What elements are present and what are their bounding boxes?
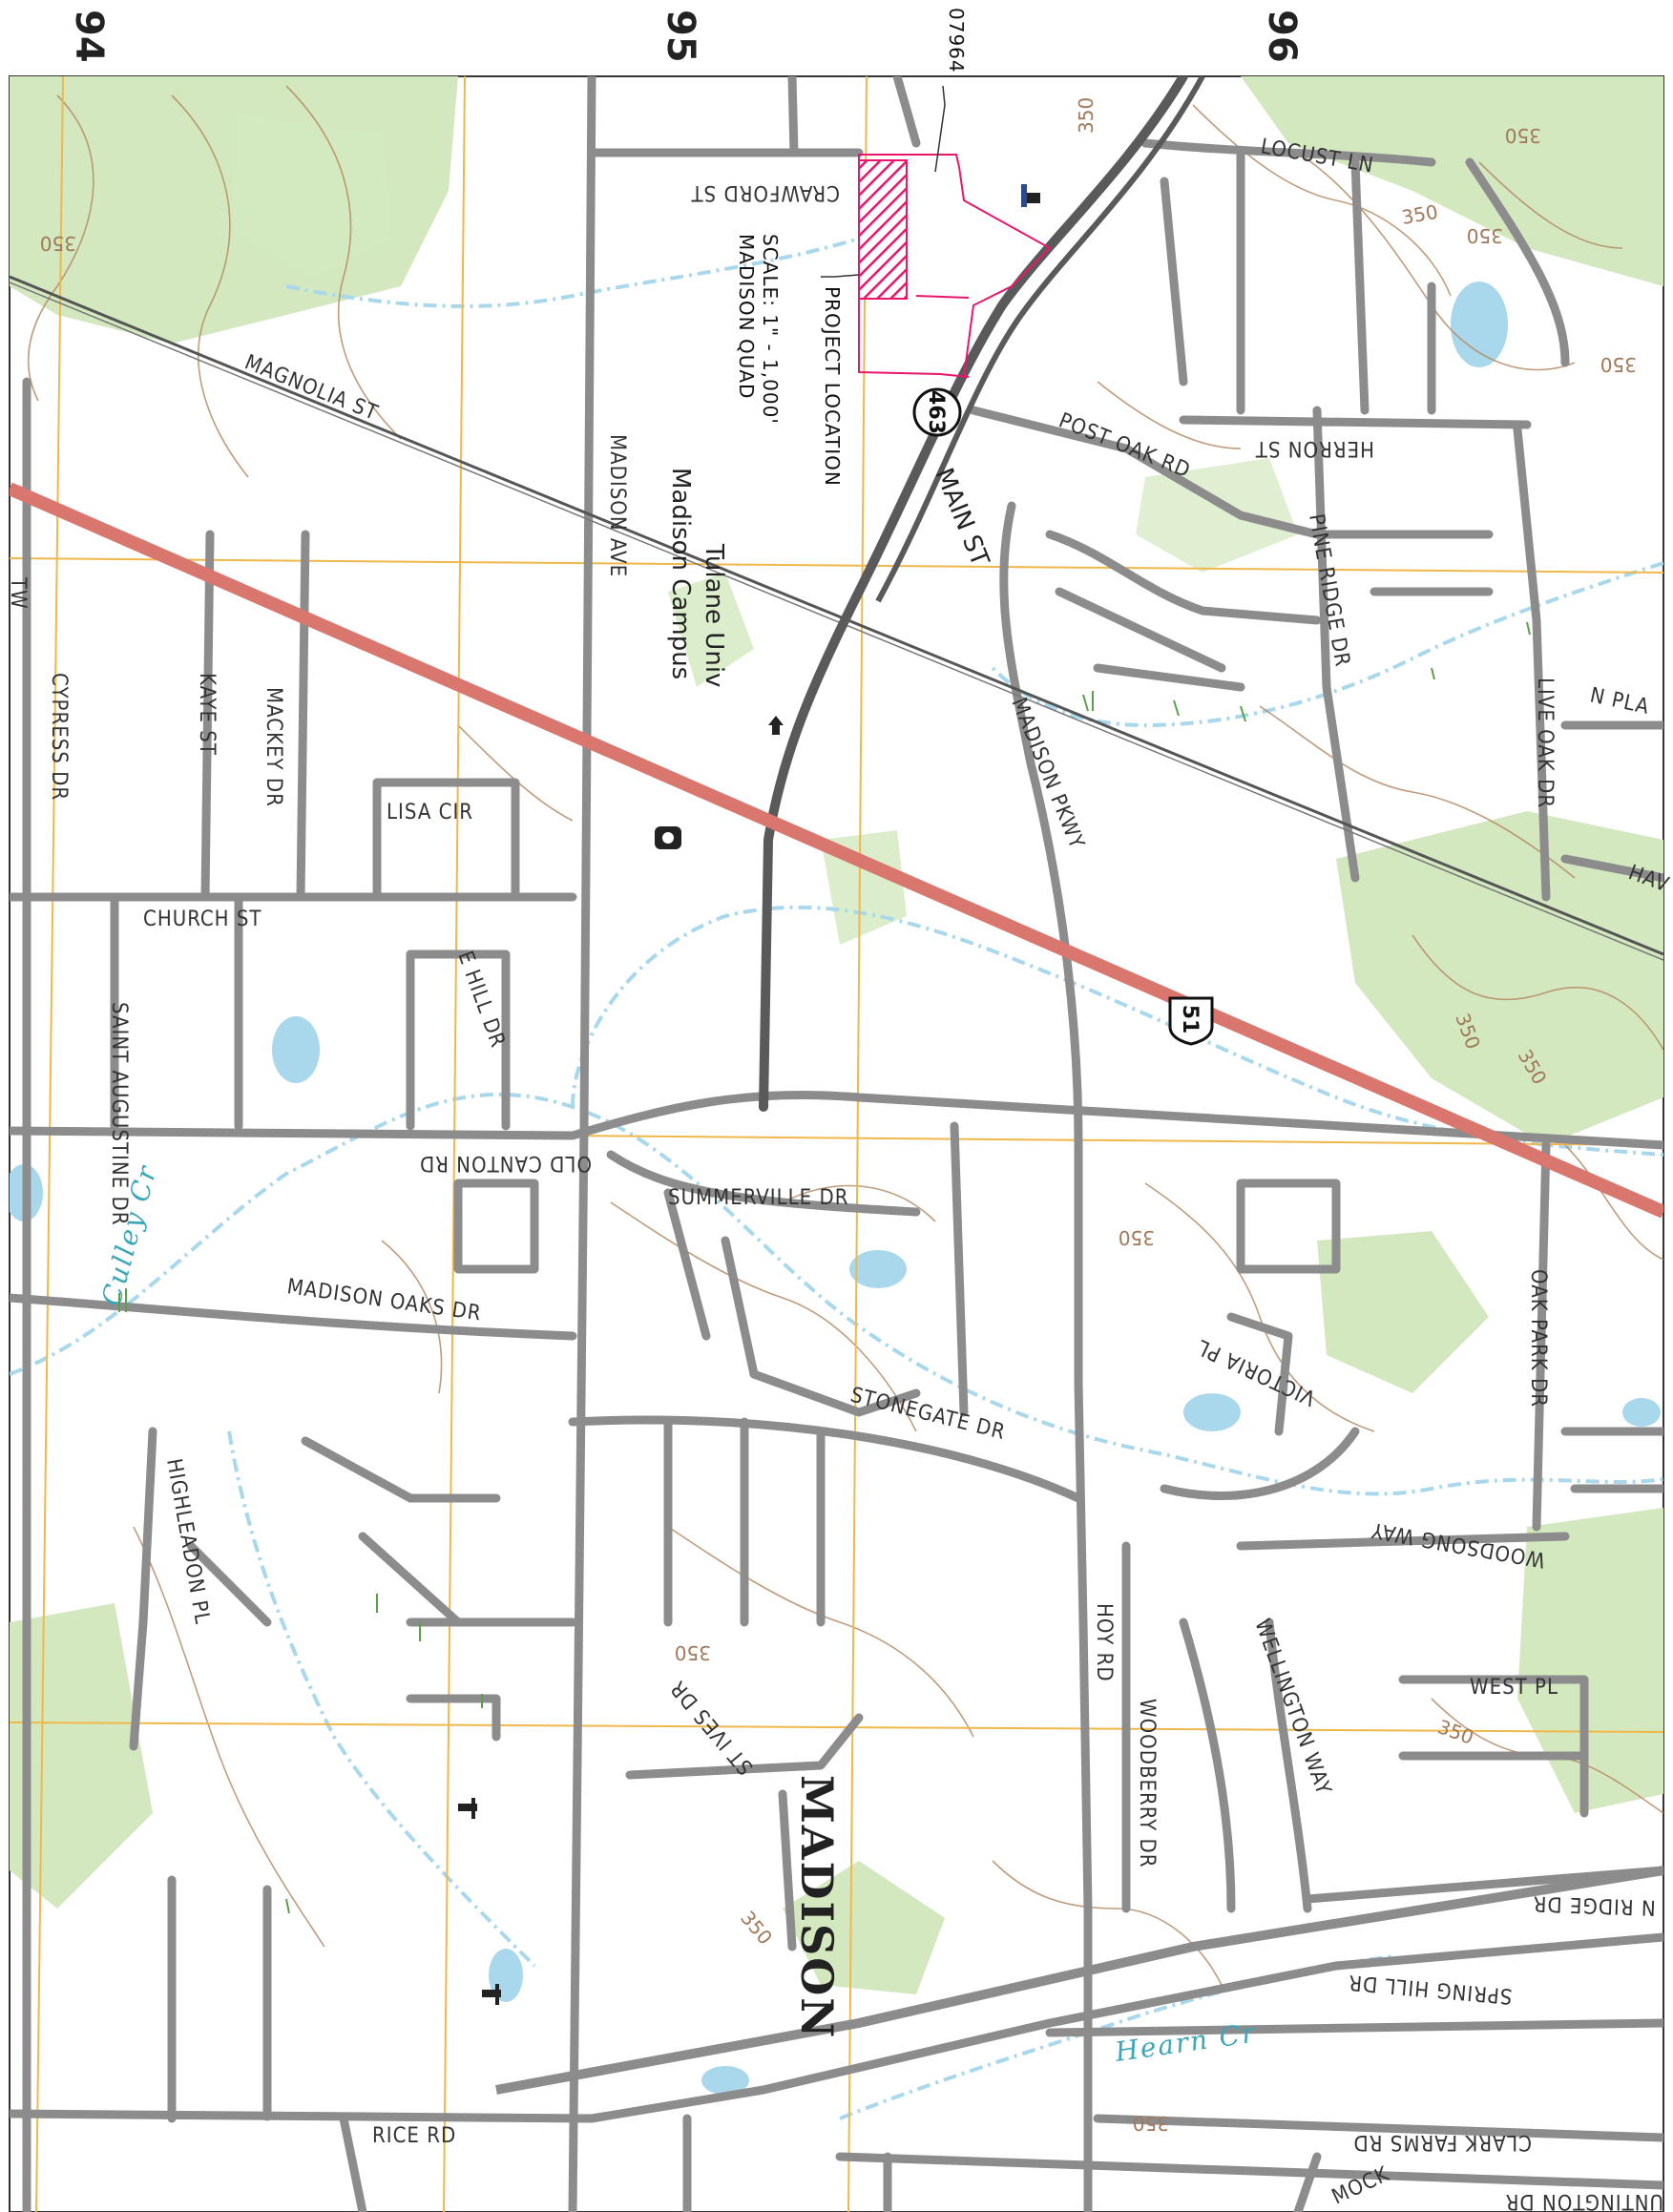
street-label-n-ridge: N RIDGE DR — [1532, 1891, 1656, 1919]
street-label-cypress: CYPRESS DR — [47, 673, 71, 801]
i55-shield-icon — [655, 826, 681, 849]
us-route-51-shield: 51 — [1168, 996, 1214, 1046]
campus-label-line2: Madison Campus — [666, 468, 695, 679]
street-label-summerville: SUMMERVILLE DR — [668, 1186, 848, 1210]
street-label-mackey: MACKEY DR — [261, 687, 285, 807]
state-route-463-shield: 463 — [912, 387, 962, 437]
svg-text:350: 350 — [1467, 224, 1503, 247]
grid-lines — [10, 76, 1663, 2212]
svg-text:350: 350 — [1075, 97, 1098, 134]
state-highway-south — [495, 1866, 1663, 2095]
street-label-church: CHURCH ST — [143, 908, 262, 931]
svg-text:51: 51 — [1178, 1005, 1202, 1034]
water-bodies — [10, 282, 1661, 2095]
town-label: MADISON — [791, 1775, 843, 2039]
contour-lines — [27, 85, 1663, 1986]
street-label-lisa: LISA CIR — [387, 801, 473, 824]
top-label-07964: 07964 — [945, 8, 968, 73]
project-label-leader — [821, 274, 860, 278]
svg-text:350: 350 — [1119, 1226, 1155, 1249]
vegetation-areas — [10, 76, 1663, 1994]
street-label-old-canton: OLD CANTON RD — [419, 1151, 592, 1175]
svg-text:350: 350 — [40, 232, 76, 255]
svg-text:350: 350 — [1133, 2112, 1169, 2135]
street-label-kaye: KAYE ST — [195, 673, 219, 756]
campus-label-line1: Tulane Univ — [700, 543, 728, 687]
church-icon — [1021, 184, 1040, 207]
project-parcels — [858, 154, 1052, 378]
us-51-highway — [10, 482, 1663, 1219]
project-scale-label: SCALE: 1" - 1,000' — [759, 234, 782, 425]
street-label-saint-augustine: SAINT AUGUSTINE DR — [107, 1002, 131, 1225]
grid-label-96: 96 — [1260, 10, 1304, 63]
street-label-hoy: HOY RD — [1092, 1603, 1116, 1682]
street-label-west-pl: WEST PL — [1470, 1676, 1558, 1700]
map-frame — [9, 75, 1664, 2212]
street-label-madison-ave: MADISON AVE — [605, 434, 629, 577]
street-label-herron: HERRON ST — [1255, 436, 1374, 460]
project-location-label: PROJECT LOCATION — [821, 286, 844, 487]
street-label-oak-park: OAK PARK DR — [1526, 1269, 1550, 1408]
street-label-crawford: CRAWFORD ST — [691, 180, 840, 204]
top-label-leader — [934, 85, 946, 173]
project-location-hatched-area — [858, 159, 908, 300]
local-roads — [10, 76, 1663, 2212]
svg-text:350: 350 — [1600, 353, 1637, 376]
svg-text:463: 463 — [924, 390, 948, 434]
school-icon — [768, 716, 784, 735]
grid-label-95: 95 — [659, 10, 702, 63]
railroad — [10, 275, 1663, 961]
marsh-symbols — [118, 621, 1531, 1914]
grid-label-94: 94 — [67, 10, 111, 63]
svg-text:350: 350 — [1505, 124, 1541, 147]
project-quad-label: MADISON QUAD — [735, 234, 758, 399]
svg-text:350: 350 — [675, 1641, 711, 1664]
street-label-woodberry: WOODBERRY DR — [1135, 1699, 1159, 1868]
street-label-clark-farms: CLARK FARMS RD — [1353, 2130, 1532, 2154]
street-label-rice: RICE RD — [372, 2124, 456, 2148]
church-icon-2 — [458, 1798, 477, 1819]
street-label-tw: TW — [6, 576, 30, 610]
street-label-live-oak: LIVE OAK DR — [1533, 678, 1557, 808]
main-street-road-2 — [875, 76, 1205, 603]
street-label-huntington: UNTINGTON DR — [1505, 2189, 1663, 2212]
church-icon-3 — [482, 1984, 501, 2005]
